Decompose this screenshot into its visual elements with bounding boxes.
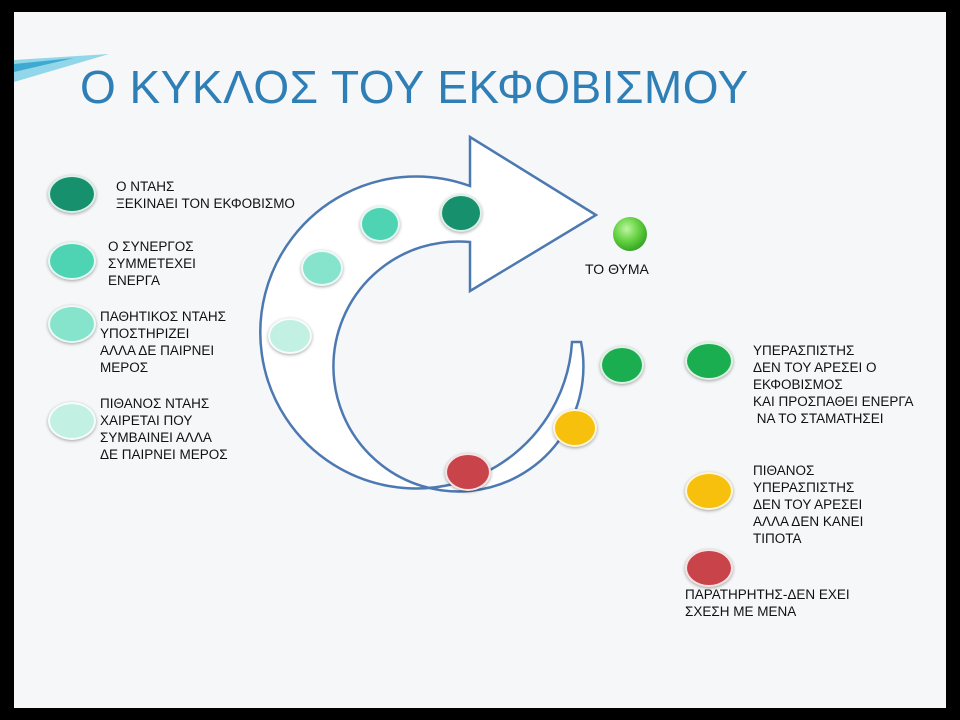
legend-dot-possible-defender	[685, 472, 733, 510]
arrow-dot-defender	[600, 346, 644, 384]
legend-label-outsider: ΠΑΡΑΤΗΡΗΤΗΣ-ΔΕΝ ΕΧΕΙ ΣΧΕΣΗ ΜΕ ΜΕΝΑ	[685, 587, 850, 619]
victim-label: ΤΟ ΘΥΜΑ	[585, 261, 649, 277]
circular-arrow-shape	[259, 134, 599, 493]
arrow-dot-outsider	[445, 453, 491, 491]
legend-dot-outsider	[685, 549, 733, 587]
arrow-dot-supporter	[301, 250, 343, 286]
legend-label-bully: Ο ΝΤΑΗΣ ΞΕΚΙΝΑΕΙ ΤΟΝ ΕΚΦΟΒΙΣΜΟ	[116, 179, 295, 211]
legend-dot-bully	[48, 175, 96, 213]
victim-circle	[613, 217, 647, 251]
legend-label-possible-defender: ΠΙΘΑΝΟΣ ΥΠΕΡΑΣΠΙΣΤΗΣ ΔΕΝ ΤΟΥ ΑΡΕΣΕΙ ΑΛΛΑ…	[753, 463, 864, 546]
corner-stripe-decoration	[14, 54, 109, 82]
arrow-dot-possible-defender	[553, 409, 597, 447]
cycle-arrow-diagram	[259, 134, 647, 493]
legend-label-follower: Ο ΣΥΝΕΡΓΟΣ ΣΥΜΜΕΤΕΧΕΙ ΕΝΕΡΓΑ	[108, 239, 196, 288]
legend-label-defender: ΥΠΕΡΑΣΠΙΣΤΗΣ ΔΕΝ ΤΟΥ ΑΡΕΣΕΙ Ο ΕΚΦΟΒΙΣΜΟΣ…	[753, 343, 914, 426]
page-title: Ο ΚΥΚΛΟΣ ΤΟΥ ΕΚΦΟΒΙΣΜΟΥ	[80, 61, 749, 113]
legend-dot-supporter	[48, 305, 96, 343]
arrow-dot-passive-supporter	[268, 318, 312, 354]
legend-dot-defender	[685, 342, 733, 380]
arrow-dot-bully	[440, 194, 482, 232]
arrow-dot-follower	[360, 206, 400, 242]
legend-dot-follower	[48, 242, 96, 280]
slide: Ο ΚΥΚΛΟΣ ΤΟΥ ΕΚΦΟΒΙΣΜΟΥ ΤΟ ΘΥΜΑ Ο ΝΤΑΗΣ …	[14, 12, 946, 708]
legend-label-supporter: ΠΑΘΗΤΙΚΟΣ ΝΤΑΗΣ ΥΠΟΣΤΗΡΙΖΕΙ ΑΛΛΑ ΔΕ ΠΑΙΡ…	[100, 309, 226, 375]
legend-label-passive-supporter: ΠΙΘΑΝΟΣ ΝΤΑΗΣ ΧΑΙΡΕΤΑΙ ΠΟΥ ΣΥΜΒΑΙΝΕΙ ΑΛΛ…	[100, 396, 228, 462]
legend-dot-passive-supporter	[48, 402, 96, 440]
